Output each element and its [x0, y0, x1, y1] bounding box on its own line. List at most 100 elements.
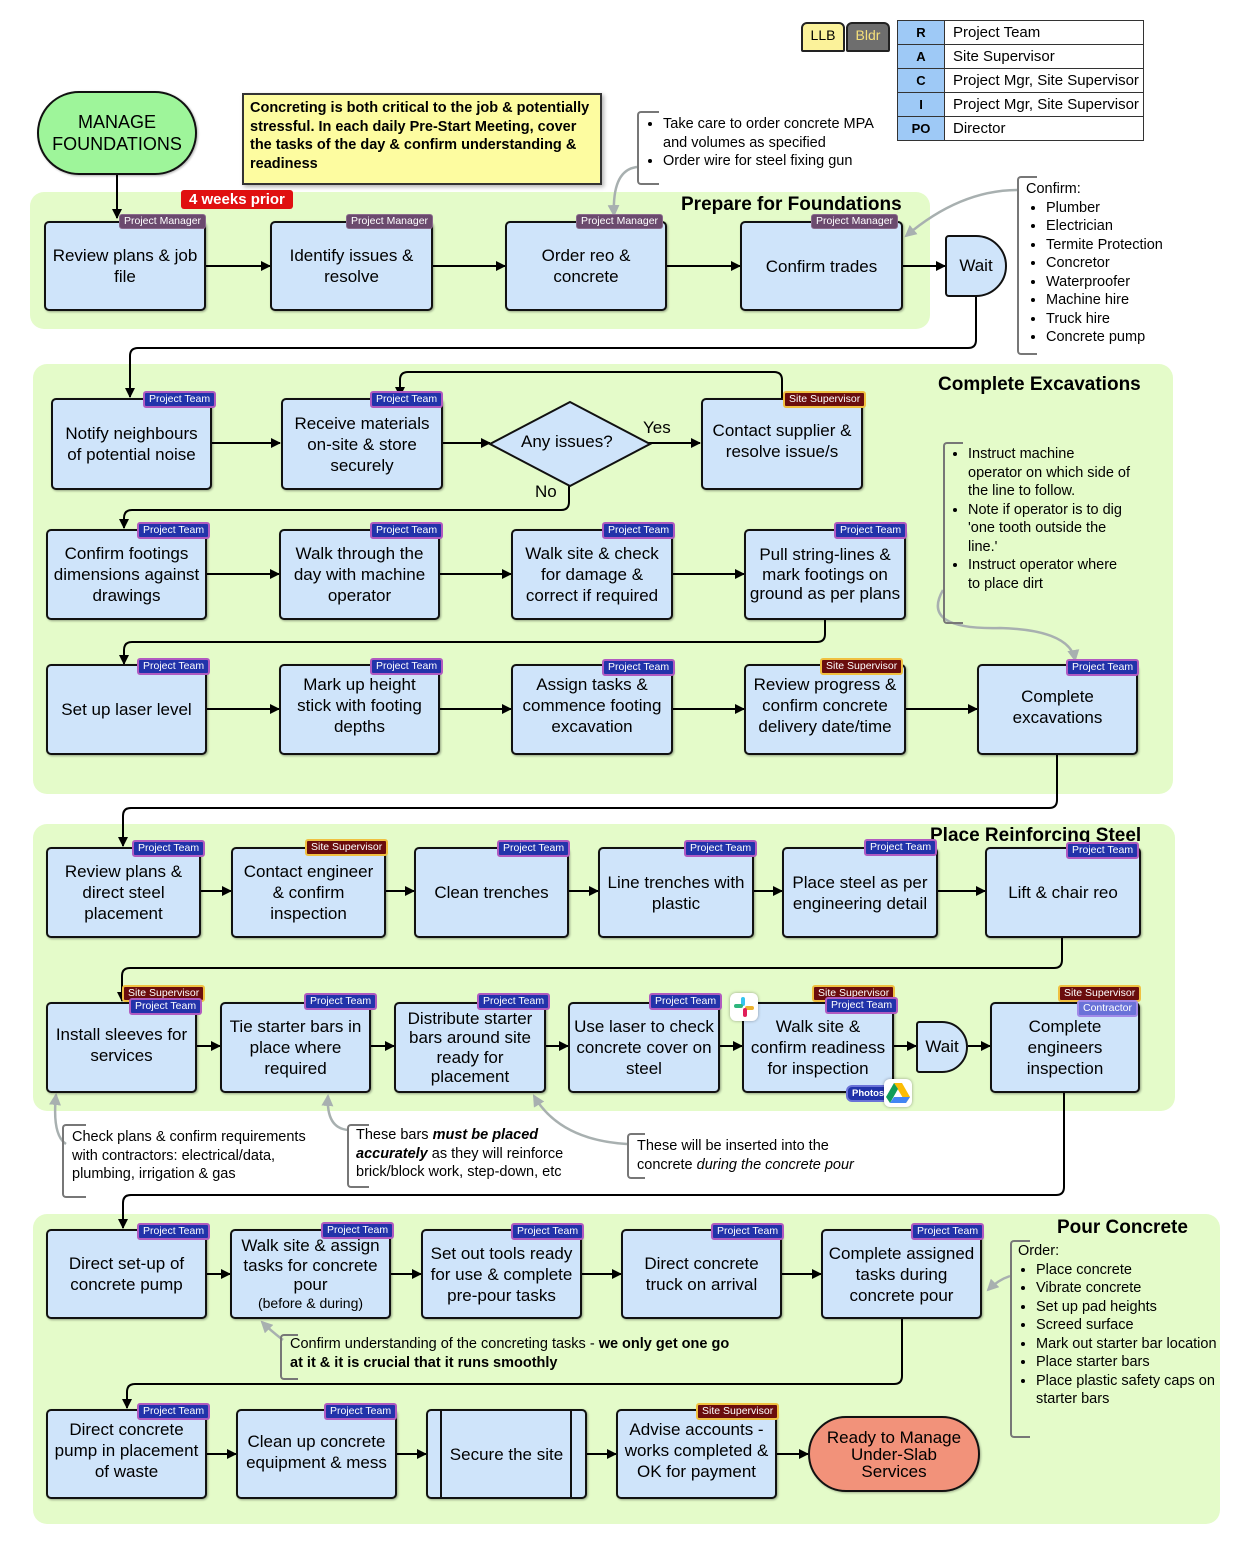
note-bracket: [1010, 1240, 1030, 1438]
note-check-plans: Check plans & confirm requirements with …: [72, 1129, 306, 1182]
decision-any-issues[interactable]: [488, 400, 652, 488]
note-item: Termite Protection: [1046, 236, 1206, 255]
note-item: Screed surface: [1036, 1316, 1218, 1335]
step-review-progress[interactable]: Review progress & confirm concrete deliv…: [744, 664, 906, 755]
decision-no-label: No: [535, 482, 557, 501]
note-order-concrete: Take care to order concrete MPA and volu…: [645, 115, 895, 171]
step-assign-tasks-excavation[interactable]: Assign tasks & commence footing excavati…: [511, 664, 673, 755]
note-text: as they will reinforce brick/block work,…: [356, 1145, 564, 1181]
raci-key: R: [897, 20, 945, 45]
raci-key: PO: [897, 116, 945, 141]
note-emphasis: must be placed accurately: [356, 1127, 539, 1162]
step-walk-through-day[interactable]: Walk through the day with machine operat…: [279, 529, 440, 620]
step-complete-engineers-inspection[interactable]: Complete engineers inspection: [990, 1002, 1140, 1093]
note-emphasis: during the concrete pour: [696, 1156, 854, 1173]
role-tag: Site Supervisor: [696, 1403, 780, 1420]
start-terminal[interactable]: MANAGE FOUNDATIONS: [37, 91, 197, 175]
note-item: Mark out starter bar location: [1036, 1335, 1218, 1354]
step-place-steel[interactable]: Place steel as per engineering detail: [782, 847, 938, 938]
step-complete-assigned-tasks[interactable]: Complete assigned tasks during concrete …: [821, 1229, 982, 1319]
note-bracket: [62, 1124, 86, 1198]
legend-tab-llb[interactable]: LLB: [801, 22, 845, 52]
role-tag: Project Manager: [811, 214, 899, 229]
raci-value: Site Supervisor: [944, 44, 1144, 69]
step-advise-accounts[interactable]: Advise accounts - works completed & OK f…: [616, 1409, 777, 1499]
raci-key: A: [897, 44, 945, 69]
step-set-up-laser[interactable]: Set up laser level: [46, 664, 207, 755]
timing-flag: 4 weeks prior: [181, 190, 293, 209]
step-lift-chair-reo[interactable]: Lift & chair reo: [985, 847, 1141, 938]
step-clean-trenches[interactable]: Clean trenches: [414, 847, 569, 938]
end-terminal[interactable]: Ready to Manage Under-Slab Services: [808, 1416, 980, 1492]
note-item: Concretor: [1046, 254, 1206, 273]
step-confirm-trades[interactable]: Confirm trades: [740, 221, 903, 311]
note-item: Place plastic safety caps on starter bar…: [1036, 1372, 1218, 1409]
step-identify-issues[interactable]: Identify issues & resolve: [270, 221, 433, 311]
step-contact-engineer[interactable]: Contact engineer & confirm inspection: [231, 847, 386, 938]
role-tag: Project Team: [370, 522, 444, 539]
role-tag: Project Team: [129, 998, 203, 1015]
role-tag: Project Team: [137, 1403, 211, 1420]
step-review-plans-steel[interactable]: Review plans & direct steel placement: [46, 847, 201, 938]
role-tag: Project Team: [137, 1223, 211, 1240]
subprocess-bar-right: [570, 1409, 572, 1499]
role-tag: Project Manager: [119, 214, 207, 229]
step-confirm-footings[interactable]: Confirm footings dimensions against draw…: [46, 529, 207, 620]
step-install-sleeves[interactable]: Install sleeves for services: [46, 1002, 197, 1093]
role-tag: Project Team: [825, 997, 899, 1014]
role-tag: Project Team: [1066, 659, 1140, 676]
subprocess-bar-left: [440, 1409, 442, 1499]
step-review-plans[interactable]: Review plans & job file: [44, 221, 206, 311]
step-direct-truck[interactable]: Direct concrete truck on arrival: [621, 1229, 782, 1319]
role-tag: Project Team: [602, 522, 676, 539]
lane-title-steel: Place Reinforcing Steel: [930, 825, 1142, 846]
role-tag: Contractor: [1077, 1000, 1139, 1017]
step-use-laser[interactable]: Use laser to check concrete cover on ste…: [568, 1002, 720, 1093]
wait-node[interactable]: Wait: [945, 235, 1007, 297]
role-tag: Project Manager: [576, 214, 664, 229]
step-complete-excavations[interactable]: Complete excavations: [977, 664, 1138, 755]
step-clean-up[interactable]: Clean up concrete equipment & mess: [236, 1409, 397, 1499]
step-receive-materials[interactable]: Receive materials on-site & store secure…: [281, 398, 443, 490]
step-sublabel: (before & during): [257, 1294, 364, 1311]
step-walk-site-assign[interactable]: Walk site & assign tasks for concrete po…: [230, 1229, 391, 1319]
lane-title-pour: Pour Concrete: [1057, 1217, 1188, 1238]
step-secure-site[interactable]: Secure the site: [426, 1409, 587, 1499]
note-bracket: [347, 1124, 369, 1188]
step-pull-string-lines[interactable]: Pull string-lines & mark footings on gro…: [744, 529, 906, 620]
role-tag: Project Team: [864, 839, 938, 856]
step-tie-starter-bars[interactable]: Tie starter bars in place where required: [220, 1002, 371, 1093]
step-line-trenches[interactable]: Line trenches with plastic: [598, 847, 754, 938]
step-distribute-starter-bars[interactable]: Distribute starter bars around site read…: [394, 1002, 546, 1093]
note-bracket: [280, 1334, 298, 1380]
note-item: Plumber: [1046, 199, 1206, 218]
step-order-reo[interactable]: Order reo & concrete: [505, 221, 667, 311]
role-tag: Site Supervisor: [305, 839, 389, 856]
step-direct-pump-setup[interactable]: Direct set-up of concrete pump: [46, 1229, 207, 1319]
role-tag: Project Team: [511, 1223, 585, 1240]
step-walk-site-readiness[interactable]: Walk site & confirm readiness for inspec…: [742, 1002, 894, 1093]
google-drive-icon[interactable]: [884, 1079, 912, 1107]
step-direct-pump-waste[interactable]: Direct concrete pump in placement of was…: [46, 1409, 207, 1499]
role-tag: Project Team: [834, 522, 908, 539]
step-contact-supplier[interactable]: Contact supplier & resolve issue/s: [701, 398, 863, 490]
step-notify-neighbours[interactable]: Notify neighbours of potential noise: [51, 398, 212, 490]
note-item: Electrician: [1046, 217, 1206, 236]
step-set-out-tools[interactable]: Set out tools ready for use & complete p…: [421, 1229, 582, 1319]
step-walk-site-check[interactable]: Walk site & check for damage & correct i…: [511, 529, 673, 620]
step-mark-height-stick[interactable]: Mark up height stick with footing depths: [279, 664, 440, 755]
role-tag: Project Team: [684, 840, 758, 857]
role-tag: Site Supervisor: [783, 391, 867, 408]
note-item: Machine hire: [1046, 291, 1206, 310]
role-tag: Project Team: [324, 1403, 398, 1420]
wait-node[interactable]: Wait: [916, 1021, 968, 1073]
slack-icon[interactable]: [730, 993, 758, 1021]
role-tag: Project Team: [370, 658, 444, 675]
note-text: These will be inserted into the concrete: [637, 1138, 829, 1173]
legend-tab-bldr[interactable]: Bldr: [846, 22, 890, 52]
role-tag: Project Team: [911, 1223, 985, 1240]
